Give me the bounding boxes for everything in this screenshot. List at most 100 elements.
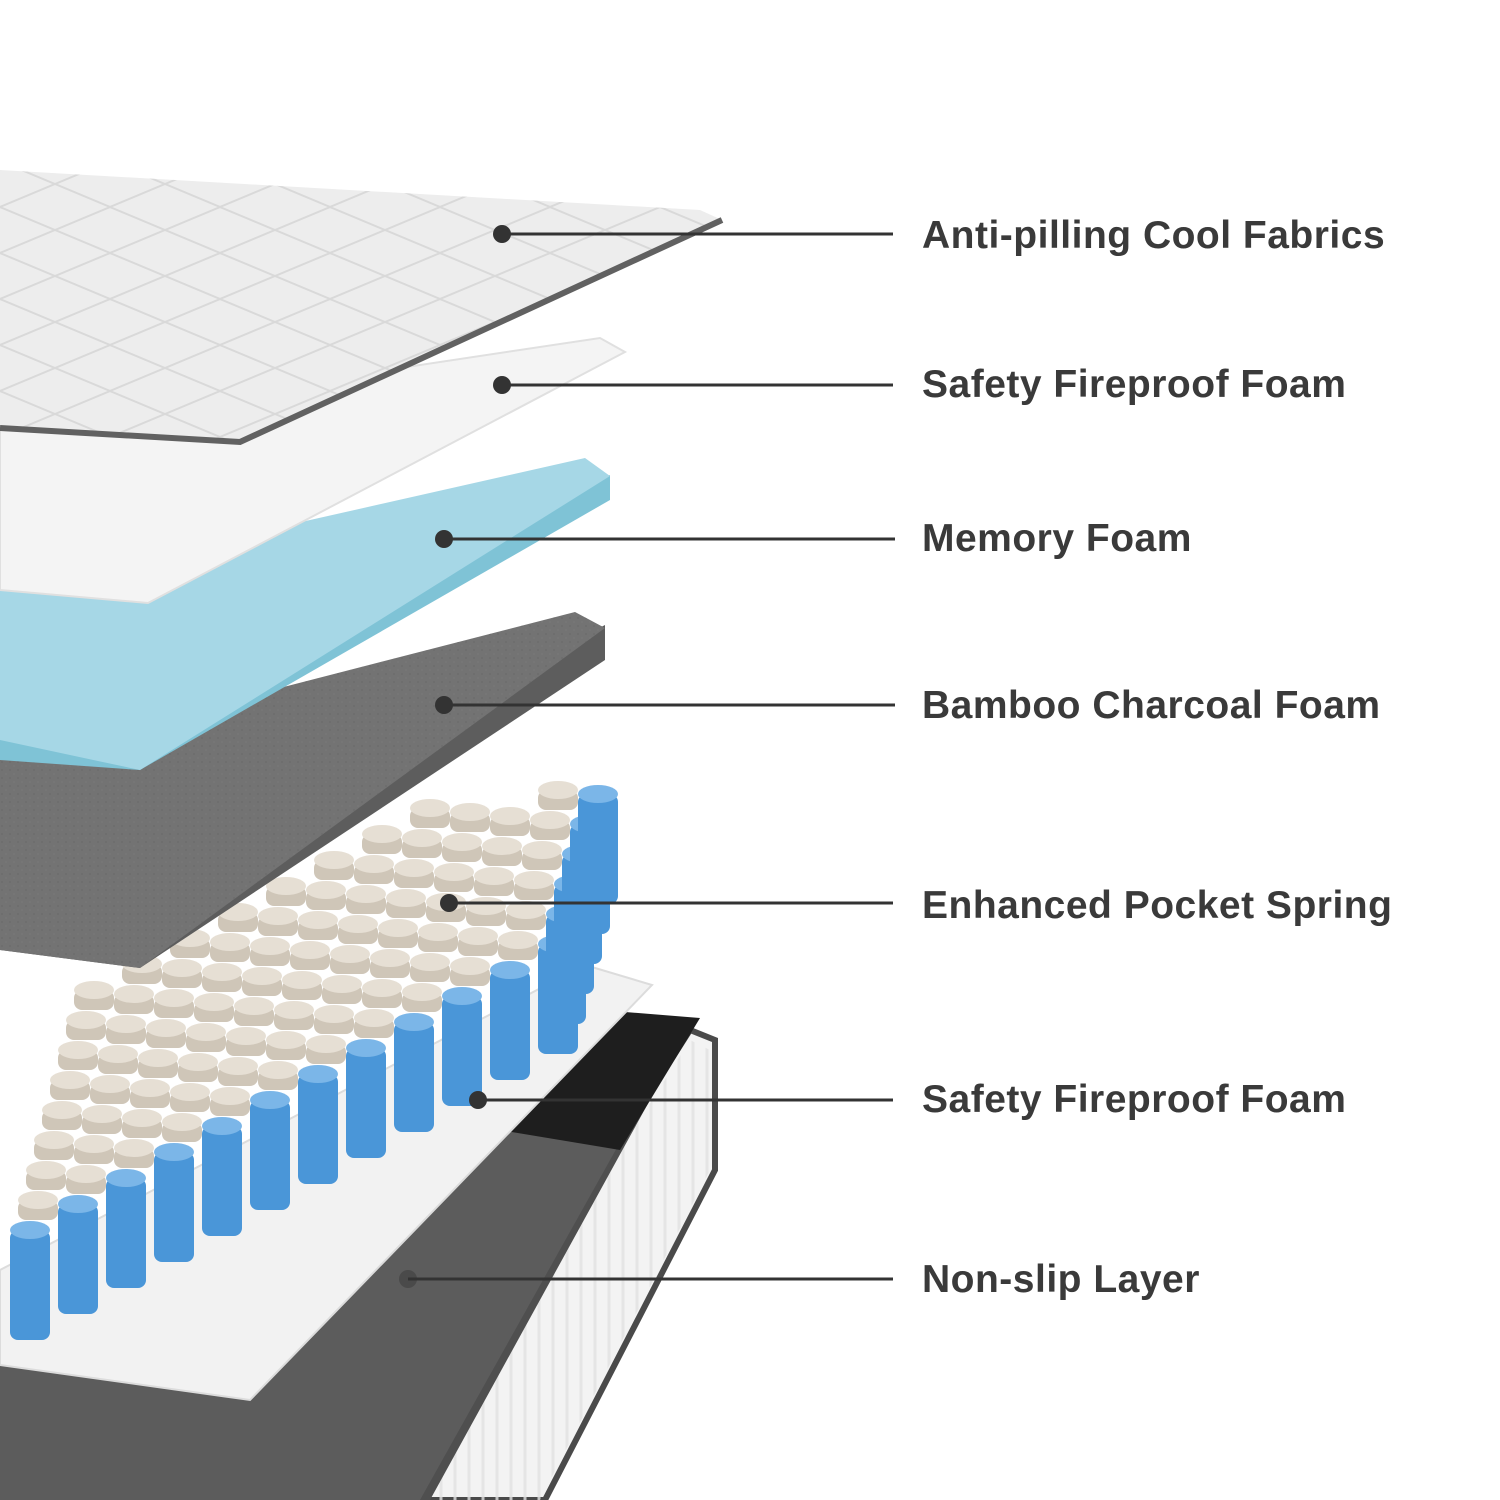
leader-nonslip: [399, 1270, 893, 1288]
spring-coil: [194, 993, 234, 1022]
spring-coil: [386, 889, 426, 918]
spring-coil: [146, 1019, 186, 1048]
spring-coil: [74, 1135, 114, 1164]
spring-coil: [306, 881, 346, 910]
spring-coil: [514, 871, 554, 900]
spring-coil: [506, 901, 546, 930]
spring-coil: [34, 1131, 74, 1160]
spring-coil: [178, 1053, 218, 1082]
spring-coil: [394, 859, 434, 888]
leader-memory: [435, 530, 895, 548]
spring-coil: [298, 911, 338, 940]
spring-coil: [202, 963, 242, 992]
spring-coil: [450, 957, 490, 986]
spring-coil: [434, 863, 474, 892]
spring-coil: [322, 975, 362, 1004]
spring-coil: [170, 1083, 210, 1112]
spring-coil: [26, 1161, 66, 1190]
spring-coil: [58, 1041, 98, 1070]
spring-coil: [330, 945, 370, 974]
spring-coil: [258, 907, 298, 936]
label-enhanced-pocket-spring: Enhanced Pocket Spring: [922, 884, 1393, 927]
leader-spring: [440, 894, 893, 912]
spring-coil: [354, 1009, 394, 1038]
spring-coil: [250, 1091, 290, 1210]
spring-coil: [410, 953, 450, 982]
spring-coil: [370, 949, 410, 978]
spring-coil: [106, 1169, 146, 1288]
spring-coil: [66, 1011, 106, 1040]
charcoal-foam-sheet: [0, 612, 605, 968]
spring-coil: [266, 1031, 306, 1060]
spring-coil: [274, 1001, 314, 1030]
spring-coil: [154, 1143, 194, 1262]
spring-coil: [186, 1023, 226, 1052]
spring-coil: [234, 997, 274, 1026]
spring-coil: [130, 1079, 170, 1108]
spring-coil: [402, 983, 442, 1012]
spring-coil: [442, 987, 482, 1106]
spring-coil: [450, 803, 490, 832]
label-anti-pilling-cool-fabrics: Anti-pilling Cool Fabrics: [922, 214, 1386, 257]
spring-coil: [66, 1165, 106, 1194]
spring-coil: [410, 799, 450, 828]
spring-coil: [362, 825, 402, 854]
spring-coil: [226, 1027, 266, 1056]
spring-coil: [258, 1061, 298, 1090]
spring-coil: [378, 919, 418, 948]
spring-coil: [162, 959, 202, 988]
cool-fabric-sheet: [0, 170, 724, 446]
spring-coil: [346, 1039, 386, 1158]
spring-coil: [394, 1013, 434, 1132]
spring-coil: [138, 1049, 178, 1078]
spring-coil: [154, 989, 194, 1018]
label-bamboo-charcoal-foam: Bamboo Charcoal Foam: [922, 684, 1381, 727]
spring-coil: [82, 1105, 122, 1134]
spring-coil: [458, 927, 498, 956]
spring-coil: [10, 1221, 50, 1340]
spring-coil: [490, 807, 530, 836]
spring-coil: [210, 1087, 250, 1116]
spring-coil: [482, 837, 522, 866]
spring-coil: [18, 1191, 58, 1220]
spring-coil: [306, 1035, 346, 1064]
spring-coil: [474, 867, 514, 896]
spring-coil: [42, 1101, 82, 1130]
spring-coil: [530, 811, 570, 840]
spring-coil: [106, 1015, 146, 1044]
spring-coil: [466, 897, 506, 926]
label-memory-foam: Memory Foam: [922, 517, 1192, 560]
leader-charcoal: [435, 696, 895, 714]
spring-coil: [90, 1075, 130, 1104]
memory-foam-sheet: [0, 458, 610, 770]
spring-coil: [522, 841, 562, 870]
spring-coil: [354, 855, 394, 884]
spring-coil: [98, 1045, 138, 1074]
spring-coil: [402, 829, 442, 858]
spring-coil: [290, 941, 330, 970]
spring-coil: [346, 885, 386, 914]
spring-coil: [538, 781, 578, 810]
spring-coil: [50, 1071, 90, 1100]
callout-leader-lines: [399, 225, 895, 1288]
spring-coil: [314, 851, 354, 880]
spring-coil: [498, 931, 538, 960]
label-safety-fireproof-foam-bottom: Safety Fireproof Foam: [922, 1078, 1347, 1121]
spring-coil: [266, 877, 306, 906]
spring-coil: [114, 985, 154, 1014]
spring-coil: [122, 1109, 162, 1138]
spring-coil: [418, 923, 458, 952]
spring-coil: [250, 937, 290, 966]
spring-coil: [338, 915, 378, 944]
leader-fabric: [493, 225, 893, 243]
spring-coil: [242, 967, 282, 996]
spring-coil: [218, 1057, 258, 1086]
spring-coil: [362, 979, 402, 1008]
label-safety-fireproof-foam-top: Safety Fireproof Foam: [922, 363, 1347, 406]
spring-coil: [314, 1005, 354, 1034]
spring-coil: [74, 981, 114, 1010]
spring-coil: [114, 1139, 154, 1168]
spring-coil: [578, 785, 618, 904]
